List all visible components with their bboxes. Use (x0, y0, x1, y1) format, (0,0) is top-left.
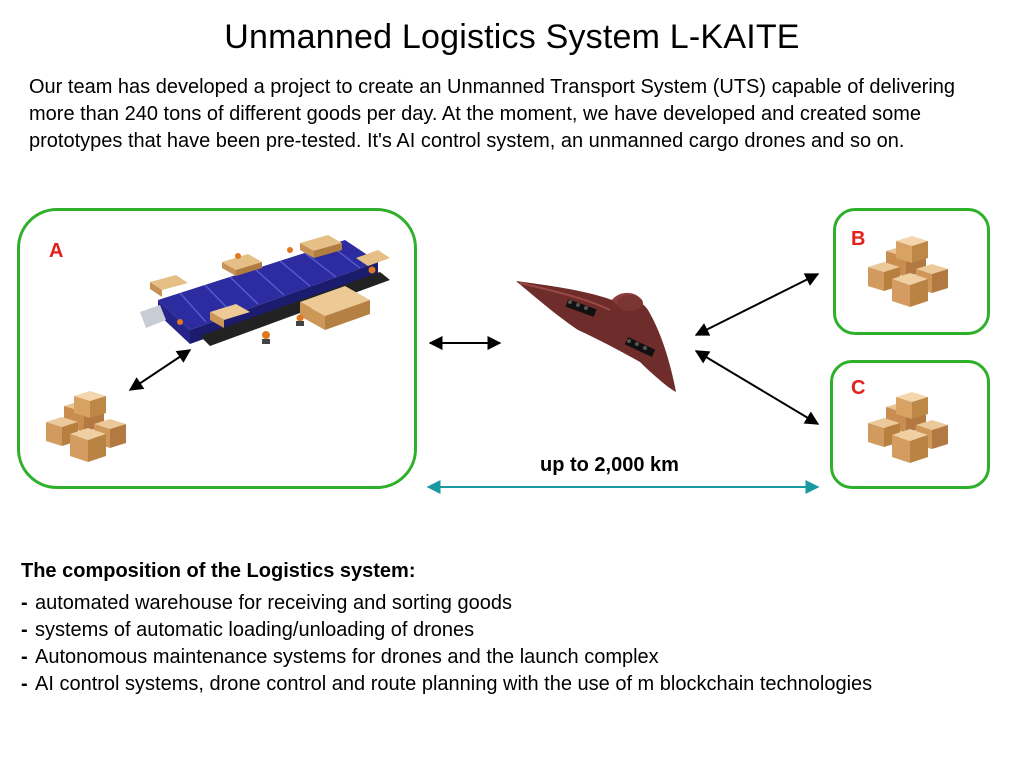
cargo-drone-icon (516, 281, 676, 392)
list-item-text: AI control systems, drone control and ro… (35, 673, 873, 695)
list-bullet: - (21, 619, 28, 641)
node-c-label: C (851, 377, 866, 399)
list-item-text: systems of automatic loading/unloading o… (35, 619, 475, 641)
node-a-box (17, 208, 417, 489)
arrow-drone-to-c (694, 350, 820, 425)
intro-paragraph: Our team has developed a project to crea… (29, 76, 956, 152)
list-bullet: - (21, 592, 28, 614)
list-item-text: automated warehouse for receiving and so… (35, 592, 512, 614)
list-bullet: - (21, 673, 28, 695)
page-title: Unmanned Logistics System L-KAITE (224, 18, 800, 56)
distance-label: up to 2,000 km (540, 454, 679, 476)
arrow-drone-to-b (694, 273, 820, 336)
list-item: - systems of automatic loading/unloading… (21, 617, 1011, 644)
composition-heading: The composition of the Logistics system: (21, 560, 416, 582)
list-item-text: Autonomous maintenance systems for drone… (35, 646, 659, 668)
node-a-label: A (49, 240, 64, 262)
node-b-label: B (851, 228, 866, 250)
list-bullet: - (21, 646, 28, 668)
composition-section: The composition of the Logistics system:… (21, 560, 1011, 698)
list-item: - Autonomous maintenance systems for dro… (21, 644, 1011, 671)
composition-list: - automated warehouse for receiving and … (21, 590, 1011, 698)
list-item: - automated warehouse for receiving and … (21, 590, 1011, 617)
list-item: - AI control systems, drone control and … (21, 671, 1011, 698)
